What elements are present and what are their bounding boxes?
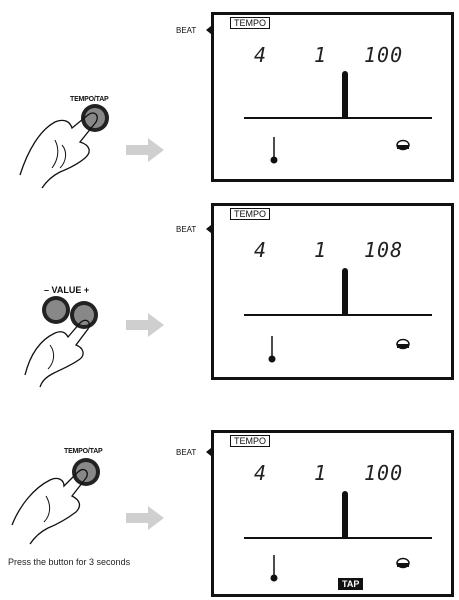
bell-icon bbox=[396, 557, 410, 569]
lcd-beat: 4 bbox=[254, 461, 268, 485]
value-label: – VALUE + bbox=[44, 285, 90, 295]
beat-indicator bbox=[206, 225, 211, 233]
beat-label: BEAT bbox=[176, 26, 197, 35]
note-icon bbox=[268, 336, 276, 363]
beat-indicator bbox=[206, 448, 211, 456]
panel-tempo-tap: TEMPO/TAP BEAT TEMPO 4 1 100 bbox=[0, 0, 459, 200]
lcd-screen: TEMPO 4 1 100 bbox=[211, 12, 454, 182]
note-icon bbox=[270, 555, 278, 582]
bell-icon bbox=[396, 338, 410, 350]
hand-press-icon bbox=[24, 296, 98, 388]
pendulum-bar bbox=[342, 491, 348, 537]
lcd-screen: TEMPO 4 1 100 TAP bbox=[211, 430, 454, 597]
right-arrow-icon bbox=[126, 313, 164, 337]
hand-area: – VALUE + bbox=[0, 195, 130, 395]
tempo-indicator: TEMPO bbox=[230, 208, 271, 220]
bell-icon bbox=[396, 139, 410, 151]
panel-tap: TEMPO/TAP Press the button for 3 seconds… bbox=[0, 400, 459, 600]
tempo-indicator: TEMPO bbox=[230, 17, 271, 29]
hand-press-icon bbox=[11, 458, 100, 545]
lcd-baseline bbox=[244, 314, 432, 316]
right-arrow-icon bbox=[126, 506, 164, 530]
lcd-tempo: 100 bbox=[364, 461, 404, 485]
pendulum-bar bbox=[342, 71, 348, 117]
hand-area: TEMPO/TAP bbox=[0, 400, 130, 600]
lcd-tempo: 100 bbox=[364, 43, 404, 67]
lcd-measure: 1 bbox=[314, 238, 328, 262]
lcd-baseline bbox=[244, 537, 432, 539]
lcd-measure: 1 bbox=[314, 43, 328, 67]
lcd-tempo: 108 bbox=[364, 238, 404, 262]
lcd-beat: 4 bbox=[254, 43, 268, 67]
tap-badge: TAP bbox=[338, 578, 364, 590]
beat-label: BEAT bbox=[176, 448, 197, 457]
hand-area: TEMPO/TAP bbox=[0, 0, 130, 200]
hand-press-icon bbox=[19, 104, 109, 189]
note-icon bbox=[270, 137, 278, 164]
beat-indicator bbox=[206, 26, 211, 34]
panel-value: – VALUE + BEAT TEMPO 4 1 108 bbox=[0, 195, 459, 395]
tempo-tap-label: TEMPO/TAP bbox=[70, 96, 109, 103]
lcd-beat: 4 bbox=[254, 238, 268, 262]
right-arrow-icon bbox=[126, 138, 164, 162]
tempo-indicator: TEMPO bbox=[230, 435, 271, 447]
lcd-screen: TEMPO 4 1 108 bbox=[211, 203, 454, 380]
pendulum-bar bbox=[342, 268, 348, 314]
lcd-baseline bbox=[244, 117, 432, 119]
instruction-caption: Press the button for 3 seconds bbox=[8, 557, 131, 567]
lcd-measure: 1 bbox=[314, 461, 328, 485]
tempo-tap-label: TEMPO/TAP bbox=[64, 448, 103, 455]
beat-label: BEAT bbox=[176, 225, 197, 234]
